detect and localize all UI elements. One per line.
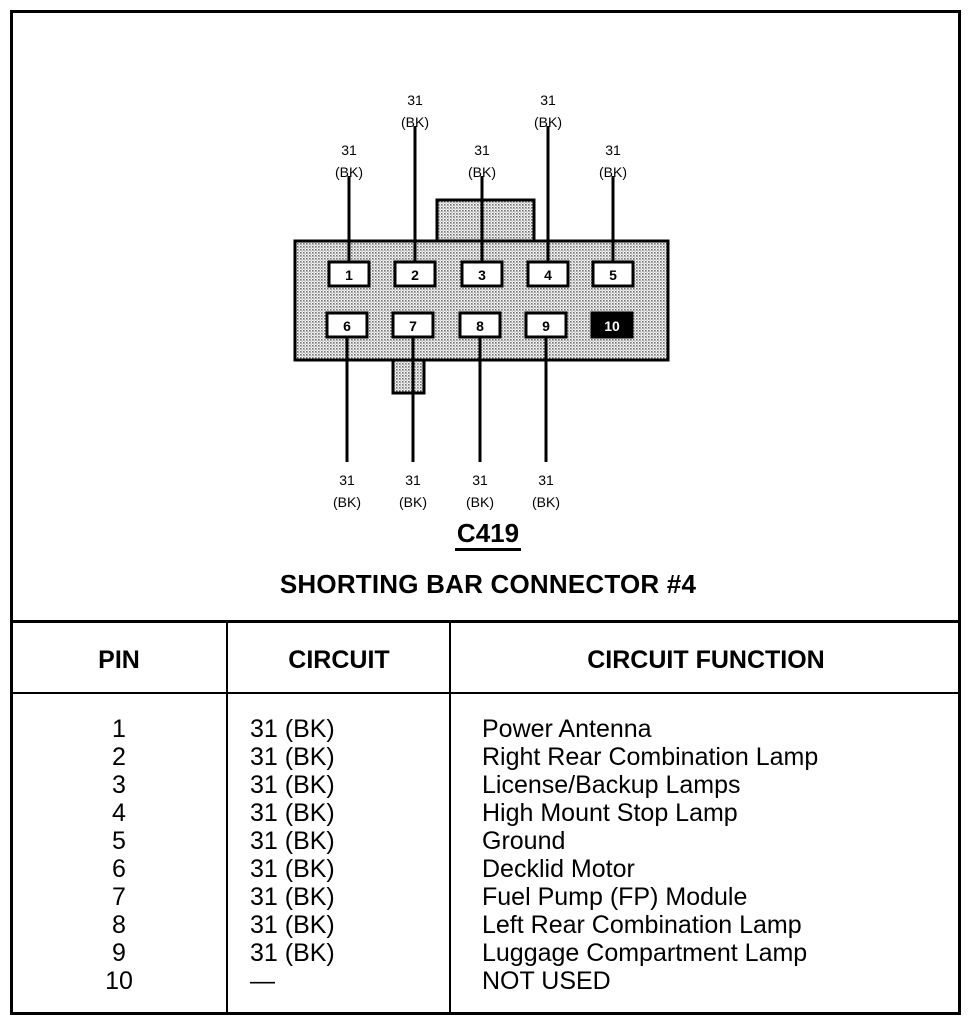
pin-number-label: 2 [411, 267, 419, 283]
connector-diagram: 1 2 3 4 5 6 7 8 9 10 31 (BK) 31 (BK) 31 (BK) 31 (BK) 31 (B… [293, 92, 670, 510]
wire-color-label: (BK) [466, 494, 494, 510]
wire-color-label: (BK) [468, 164, 496, 180]
wire-circuit-label: 31 [540, 92, 556, 108]
wire-color-label: (BK) [599, 164, 627, 180]
wire-color-label: (BK) [534, 114, 562, 130]
pin-cell: 9 [112, 939, 126, 967]
pin-cavity-2 [393, 260, 437, 288]
pin-cavity-1 [327, 260, 371, 288]
connector-id: C419 [0, 518, 976, 551]
header-pin: PIN [98, 646, 140, 674]
pin-cavity-4 [526, 260, 570, 288]
diagram-title: SHORTING BAR CONNECTOR #4 [279, 569, 697, 599]
circuit-cell: 31 (BK) [250, 939, 335, 967]
header-circuit: CIRCUIT [288, 646, 390, 674]
wire-color-label: (BK) [532, 494, 560, 510]
wire-circuit-label: 31 [605, 142, 621, 158]
circuit-cell: 31 (BK) [250, 771, 335, 799]
header-function: CIRCUIT FUNCTION [587, 646, 825, 674]
pin-number-label: 10 [604, 318, 620, 334]
pin-cell: 7 [112, 883, 126, 911]
wire-circuit-label: 31 [538, 472, 554, 488]
pin-cavity-9 [524, 311, 568, 339]
wire-circuit-label: 31 [474, 142, 490, 158]
pin-cavity-3 [460, 260, 504, 288]
circuit-cell: 31 (BK) [250, 743, 335, 771]
wire-circuit-label: 31 [407, 92, 423, 108]
function-cell: High Mount Stop Lamp [482, 799, 738, 827]
function-cell: Right Rear Combination Lamp [482, 743, 819, 771]
wire-color-label: (BK) [399, 494, 427, 510]
outer-frame [10, 10, 961, 1015]
function-cell: NOT USED [482, 967, 611, 995]
table-header-rule [10, 692, 961, 694]
circuit-cell: 31 (BK) [250, 855, 335, 883]
pin-number-label: 3 [478, 267, 486, 283]
pin-cell: 8 [112, 911, 126, 939]
circuit-cell: 31 (BK) [250, 715, 335, 743]
function-cell: Fuel Pump (FP) Module [482, 883, 748, 911]
table-top-rule [10, 620, 961, 623]
pin-number-label: 8 [476, 318, 484, 334]
table-divider [449, 620, 451, 1015]
pin-cavity-7 [391, 311, 435, 339]
function-cell: Left Rear Combination Lamp [482, 911, 802, 939]
connector-top-key [435, 198, 536, 244]
pin-number-label: 5 [609, 267, 617, 283]
wire-color-label: (BK) [401, 114, 429, 130]
function-cell: Luggage Compartment Lamp [482, 939, 808, 967]
pin-cell: 1 [112, 715, 126, 743]
table-divider [226, 620, 228, 1015]
wire-color-label: (BK) [333, 494, 361, 510]
wire-circuit-label: 31 [472, 472, 488, 488]
function-cell: Decklid Motor [482, 855, 635, 883]
pin-cavity-10 [590, 311, 634, 339]
pin-cavity-8 [458, 311, 502, 339]
circuit-cell: 31 (BK) [250, 883, 335, 911]
pin-number-label: 7 [409, 318, 417, 334]
pin-cell: 6 [112, 855, 126, 883]
wire-circuit-label: 31 [339, 472, 355, 488]
connector-bottom-key [391, 356, 426, 395]
function-cell: Ground [482, 827, 566, 855]
wire-circuit-label: 31 [405, 472, 421, 488]
pin-number-label: 6 [343, 318, 351, 334]
pin-cell: 3 [112, 771, 126, 799]
circuit-cell: 31 (BK) [250, 799, 335, 827]
pin-number-label: 4 [544, 267, 552, 283]
function-cell: Power Antenna [482, 715, 652, 743]
pin-cell: 4 [112, 799, 126, 827]
pin-cell: 5 [112, 827, 126, 855]
wire-circuit-label: 31 [341, 142, 357, 158]
pin-cell: 2 [112, 743, 126, 771]
pin-cavity-6 [325, 311, 369, 339]
circuit-cell: — [250, 967, 275, 995]
function-cell: License/Backup Lamps [482, 771, 741, 799]
circuit-column: 31 (BK)31 (BK)31 (BK)31 (BK)31 (BK)31 (B… [250, 715, 450, 995]
pin-cell: 10 [105, 967, 133, 995]
circuit-cell: 31 (BK) [250, 827, 335, 855]
wire-color-label: (BK) [335, 164, 363, 180]
pin-number-label: 9 [542, 318, 550, 334]
circuit-cell: 31 (BK) [250, 911, 335, 939]
pin-number-label: 1 [345, 267, 353, 283]
pin-cavity-5 [591, 260, 635, 288]
